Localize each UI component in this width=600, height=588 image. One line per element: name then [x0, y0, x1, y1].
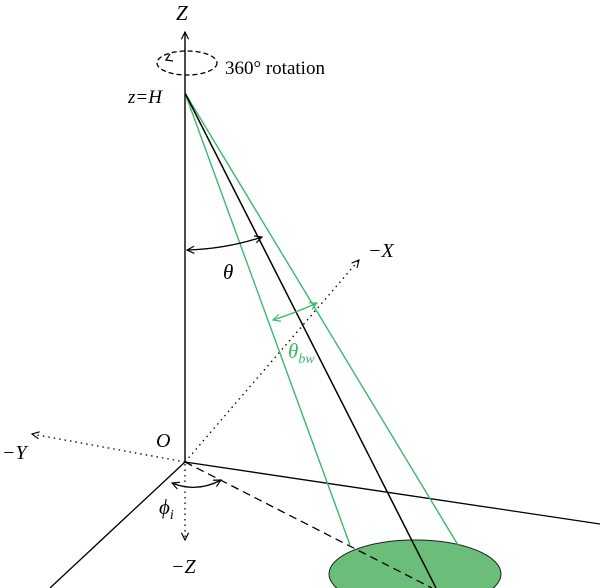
- beam-width-symbol: θ: [288, 339, 298, 363]
- beam-edge-outer: [184, 92, 459, 546]
- x-axis-negative: [184, 260, 359, 463]
- beam-width-arc: [273, 303, 317, 320]
- z-axis-label: Z: [176, 1, 188, 25]
- beam-width-subscript: bw: [298, 352, 315, 367]
- beam-footprint: [328, 539, 502, 588]
- ground-line-front-left: [49, 461, 186, 588]
- projection-line: [184, 461, 433, 588]
- beam-width-label: θbw: [288, 339, 315, 367]
- phi-symbol: ϕ: [159, 495, 170, 519]
- phi-subscript: i: [170, 508, 174, 523]
- y-axis-negative: [32, 434, 186, 463]
- origin-label: O: [156, 430, 170, 452]
- rotation-label: 360° rotation: [225, 58, 325, 79]
- phi-label: ϕi: [159, 495, 174, 523]
- ground-line-right: [184, 461, 600, 525]
- height-label: z=H: [127, 87, 163, 108]
- rotation-arrow-icon: [164, 53, 174, 62]
- y-axis-negative-label: −Y: [2, 442, 28, 464]
- theta-label: θ: [223, 260, 233, 284]
- beam-center-line: [184, 92, 437, 588]
- z-axis-negative-label: −Z: [171, 556, 196, 578]
- x-axis-negative-label: −X: [368, 240, 394, 262]
- beam-edge-inner: [184, 92, 351, 546]
- rotation-ellipse: [156, 50, 218, 76]
- phi-arc: [172, 480, 221, 487]
- theta-arc: [187, 237, 262, 250]
